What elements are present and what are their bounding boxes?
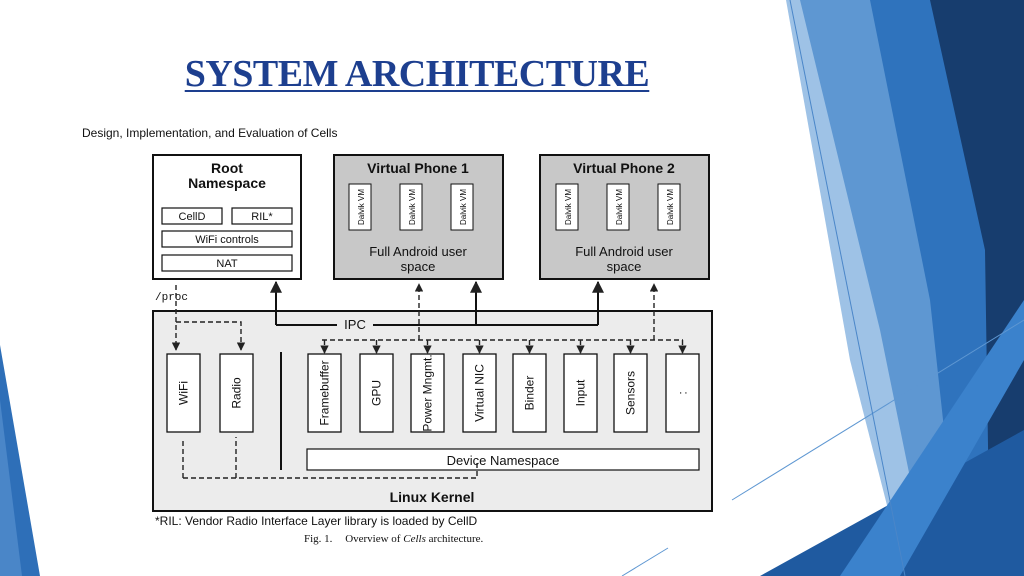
accent-line-2 xyxy=(621,547,669,576)
right-shape-dark xyxy=(930,0,1024,576)
root-namespace-title-2: Namespace xyxy=(188,175,266,191)
left-driver-0: WiFi xyxy=(166,353,201,433)
virtual-phone-2-box: Virtual Phone 2 Dalvik VM Dalvik VM Dalv… xyxy=(539,154,710,280)
ril-label: RIL* xyxy=(251,211,273,223)
driver-boxes: Framebuffer GPU Power Mngmt. Virtual NIC Bin… xyxy=(307,340,700,433)
caption-pre: Overview of xyxy=(345,533,403,545)
vp1-dalvik-vm-1: Dalvik VM xyxy=(357,189,366,225)
driver-label-6: Sensors xyxy=(624,371,638,415)
footnote: *RIL: Vendor Radio Interface Layer libra… xyxy=(155,514,478,528)
vp1-dalvik-vm-3: Dalvik VM xyxy=(459,189,468,225)
driver-3: Virtual NIC xyxy=(462,340,497,433)
driver-label-2: Power Mngmt. xyxy=(421,354,435,431)
linux-kernel-title: Linux Kernel xyxy=(390,489,475,505)
vp2-body-1: Full Android user xyxy=(575,244,673,259)
driver-1: GPU xyxy=(359,340,394,433)
vp2-dalvik-vm-1: Dalvik VM xyxy=(564,189,573,225)
caption-fig: Fig. 1. xyxy=(304,533,333,545)
driver-0: Framebuffer xyxy=(307,340,342,433)
virtual-phone-1-box: Virtual Phone 1 Dalvik VM Dalvik VM Dalv… xyxy=(333,154,504,280)
left-driver-1: Radio xyxy=(219,353,254,433)
ipc-label: IPC xyxy=(344,317,366,332)
vp1-body-2: space xyxy=(401,259,436,274)
wifi-radio-top-route xyxy=(176,321,246,351)
figure-header: Design, Implementation, and Evaluation o… xyxy=(82,126,337,140)
driver-label-1: GPU xyxy=(370,380,384,406)
caption-post: architecture. xyxy=(426,533,484,545)
driver-4: Binder xyxy=(512,340,547,433)
virtual-phone-2-title: Virtual Phone 2 xyxy=(573,160,675,176)
proc-label: /proc xyxy=(155,292,188,304)
left-bottom-shape-light xyxy=(0,400,22,576)
driver-label-0: Framebuffer xyxy=(318,360,332,425)
driver-2: Power Mngmt. xyxy=(410,340,445,433)
driver-label-3: Virtual NIC xyxy=(473,364,487,422)
right-shape-bottom-2 xyxy=(840,300,1024,576)
caption-em: Cells xyxy=(403,533,426,545)
celld-label: CellD xyxy=(179,211,206,223)
left-driver-label-1: Radio xyxy=(230,377,244,409)
vp2-dalvik-vm-3: Dalvik VM xyxy=(666,189,675,225)
nat-label: NAT xyxy=(216,258,237,270)
left-driver-boxes: WiFi Radio xyxy=(166,353,254,433)
accent-line-3 xyxy=(789,0,906,576)
wifi-controls-label: WiFi controls xyxy=(195,234,259,246)
left-driver-label-0: WiFi xyxy=(177,381,191,405)
device-bus-dashed xyxy=(171,283,683,479)
device-namespace-box xyxy=(306,448,700,471)
driver-6: Sensors xyxy=(613,340,648,433)
slide-title: SYSTEM ARCHITECTURE xyxy=(184,53,650,95)
root-namespace-title-1: Root xyxy=(211,160,243,176)
virtual-phone-1-title: Virtual Phone 1 xyxy=(367,160,469,176)
driver-label-4: Binder xyxy=(523,376,537,411)
device-namespace-label: Device Namespace xyxy=(447,453,560,468)
driver-5: Input xyxy=(563,340,598,433)
vp1-dalvik-vm-2: Dalvik VM xyxy=(408,189,417,225)
vp2-dalvik-vm-2: Dalvik VM xyxy=(615,189,624,225)
bus-left-route xyxy=(182,440,478,479)
driver-label-7: : xyxy=(676,391,690,394)
driver-7: : xyxy=(665,340,700,433)
vp1-body-1: Full Android user xyxy=(369,244,467,259)
root-namespace-box: Root Namespace CellD RIL* WiFi controls … xyxy=(152,154,302,280)
vp2-body-2: space xyxy=(607,259,642,274)
accent-line-1 xyxy=(731,319,1024,501)
driver-label-5: Input xyxy=(574,379,588,406)
ipc-connections: IPC xyxy=(270,280,604,332)
figure-caption: Fig. 1. Overview of Cells architecture. xyxy=(304,533,484,545)
